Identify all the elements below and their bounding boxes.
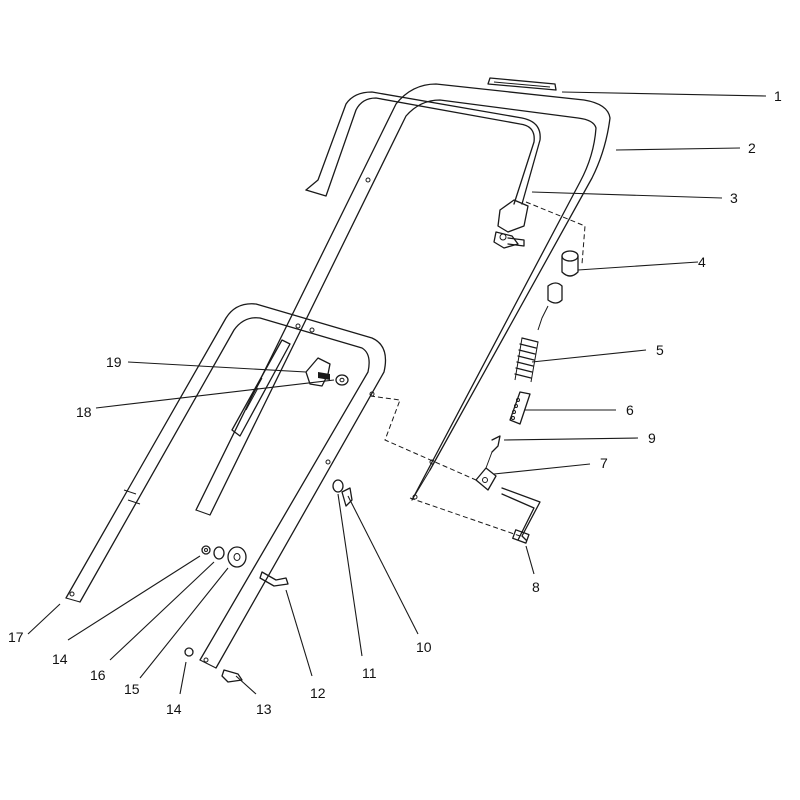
callout-6: 6 xyxy=(626,402,634,418)
spacer-15 xyxy=(227,546,247,568)
washer-16 xyxy=(213,546,225,560)
callout-10: 10 xyxy=(416,639,432,655)
spring xyxy=(514,282,563,383)
callout-4: 4 xyxy=(698,254,706,270)
bolt-12 xyxy=(259,571,289,587)
callout-13: 13 xyxy=(256,701,272,717)
washer-11 xyxy=(332,479,344,493)
cable-routing xyxy=(369,201,586,537)
callout-17: 17 xyxy=(8,629,24,645)
cable-clip xyxy=(491,435,501,453)
handle-knob xyxy=(305,357,331,387)
callout-14-upper: 14 xyxy=(52,651,68,667)
callout-8: 8 xyxy=(532,579,540,595)
grip-strip xyxy=(487,77,557,91)
callout-7: 7 xyxy=(600,455,608,471)
washer-18 xyxy=(335,374,349,386)
bolt-13 xyxy=(221,669,243,683)
callout-1: 1 xyxy=(774,88,782,104)
callout-3: 3 xyxy=(730,190,738,206)
cable-boot xyxy=(561,250,579,277)
control-rod xyxy=(501,487,541,544)
nut-14-lower xyxy=(184,647,194,657)
nut-14-upper xyxy=(201,545,211,555)
adjuster-plate xyxy=(509,391,531,425)
callout-12: 12 xyxy=(310,685,326,701)
leader-lines xyxy=(27,91,767,695)
upper-handle xyxy=(195,83,611,516)
cable-bracket xyxy=(475,451,497,491)
callout-19: 19 xyxy=(106,354,122,370)
callout-16: 16 xyxy=(90,667,106,683)
callout-9: 9 xyxy=(648,430,656,446)
callout-14-lower: 14 xyxy=(166,701,182,717)
callout-2: 2 xyxy=(748,140,756,156)
callout-15: 15 xyxy=(124,681,140,697)
lower-handle xyxy=(65,303,387,669)
callout-11: 11 xyxy=(362,665,377,681)
callout-5: 5 xyxy=(656,342,664,358)
bolt-10 xyxy=(341,487,353,507)
control-bail xyxy=(305,91,541,249)
callout-18: 18 xyxy=(76,404,92,420)
